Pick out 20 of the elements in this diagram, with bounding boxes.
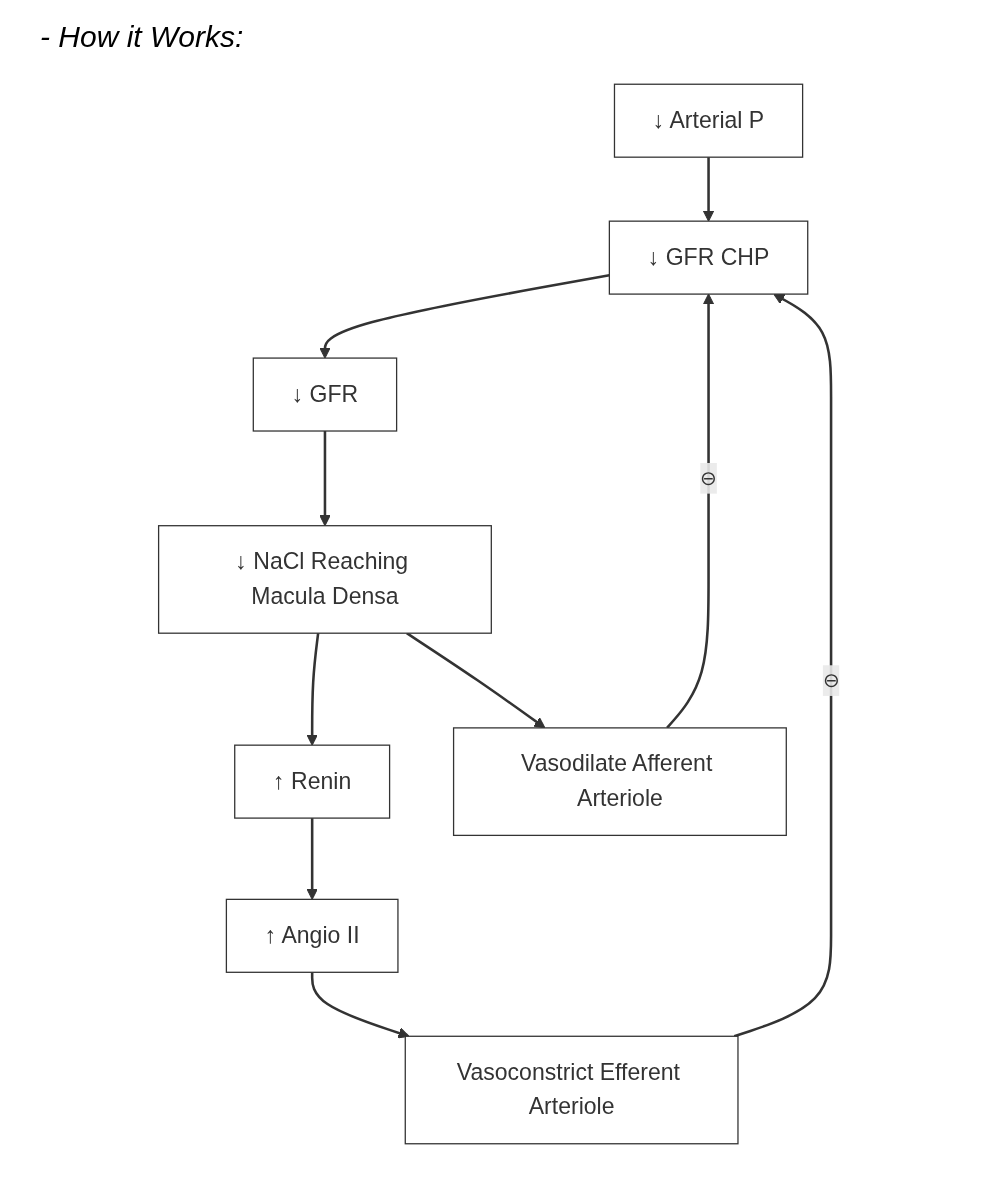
arrow [319,274,610,359]
node-box: ↓ GFR CHP [608,220,809,295]
arrow [666,293,715,729]
node-box: Vasodilate Afferent Arteriole [452,727,787,836]
node-box: ↑ Renin [234,744,391,819]
node-box: Vasoconstrict Efferent Arteriole [404,1035,739,1145]
arrow [702,157,715,222]
arrow [306,633,320,746]
node-box: ↓ Arterial P [613,83,804,158]
arrow [310,972,410,1039]
node-box: ↓ NaCl Reaching Macula Densa [157,525,492,634]
node-box: ↓ GFR [252,357,398,432]
edge-label: ⊖ [700,466,717,489]
title: - How it Works: [40,20,245,54]
edge-label: ⊖ [822,669,840,691]
arrow [406,632,546,729]
arrow [733,293,833,1038]
arrow [319,431,331,527]
arrow [306,818,318,900]
node-box: ↑ Angio II [225,898,399,973]
